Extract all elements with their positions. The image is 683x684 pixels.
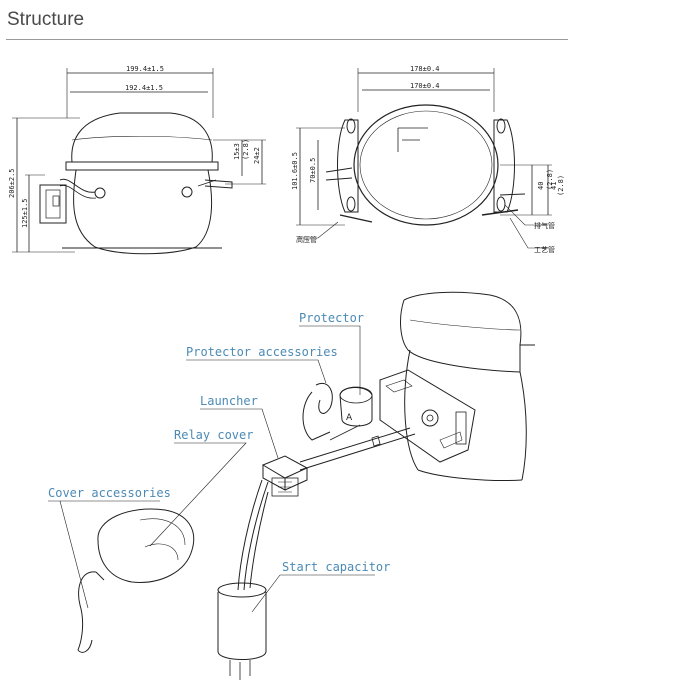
side-dim-left-inner: 70±0.5 xyxy=(309,158,317,183)
front-view: 199.4±1.5 192.4±1.5 206±2.5 125±1.5 15±3… xyxy=(8,65,266,255)
label-cover-accessories: Cover accessories xyxy=(48,486,171,500)
label-start-capacitor: Start capacitor xyxy=(282,560,390,574)
side-dim-right-a-sub: (2.8) xyxy=(546,169,554,190)
front-dim-lower-height: 125±1.5 xyxy=(21,198,29,228)
front-dim-right-side: 24±2 xyxy=(253,147,261,164)
side-dim-outer-width: 178±0.4 xyxy=(410,65,440,73)
side-dim-inner-width: 170±0.4 xyxy=(410,82,440,90)
side-dim-right-b: 41 xyxy=(550,182,558,190)
side-view: 178±0.4 170±0.4 101.6±0.5 70±0.5 40 (2.8… xyxy=(291,65,565,254)
exploded-view: A xyxy=(48,291,535,680)
protector-terminal-letter: A xyxy=(346,413,353,423)
side-label-left: 高压管 xyxy=(296,235,317,244)
label-launcher: Launcher xyxy=(200,394,258,408)
label-protector-accessories: Protector accessories xyxy=(186,345,338,359)
front-dim-overall-height: 206±2.5 xyxy=(8,168,16,198)
front-dim-right-upper: 15±3 xyxy=(233,143,241,160)
label-protector: Protector xyxy=(299,311,364,325)
front-dim-inner-width: 192.4±1.5 xyxy=(125,84,163,92)
label-relay-cover: Relay cover xyxy=(174,428,253,442)
side-dim-right-a: 40 xyxy=(537,182,545,190)
side-dim-left-height: 101.6±0.5 xyxy=(291,152,299,190)
front-dim-outer-width: 199.4±1.5 xyxy=(126,65,164,73)
side-dim-right-b-sub: (2.8) xyxy=(557,175,565,196)
section-title: Structure xyxy=(7,9,85,30)
front-dim-right-upper-sub: (2.8) xyxy=(242,139,250,160)
side-label-right2: 工艺管 xyxy=(534,245,555,254)
title-divider xyxy=(6,39,568,40)
side-label-right1: 排气管 xyxy=(534,221,555,230)
